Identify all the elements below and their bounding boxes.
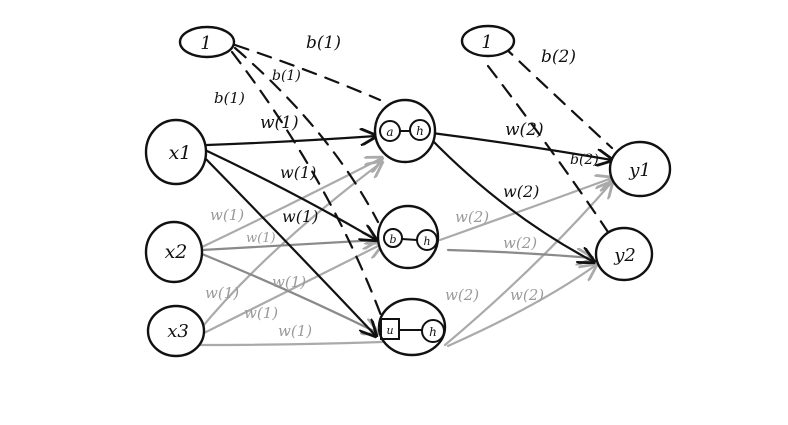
label-w1-12: w(1) bbox=[210, 206, 244, 224]
label-b2: b(2) bbox=[541, 47, 576, 67]
label-b1-3: b(1) bbox=[214, 89, 245, 107]
black-edges bbox=[201, 131, 612, 336]
h3-out-text: h bbox=[429, 325, 437, 339]
edge-h3-y2 bbox=[446, 265, 596, 348]
input-node-x3 bbox=[146, 304, 206, 358]
edge-x3-h1 bbox=[196, 162, 382, 334]
edge-h1-y2 bbox=[428, 136, 594, 262]
edge-x1-h1 bbox=[205, 136, 376, 147]
output-node-y1 bbox=[608, 140, 672, 198]
h2-in-text: b bbox=[389, 233, 396, 246]
y1-text: y1 bbox=[628, 160, 651, 181]
bias-edges bbox=[230, 43, 614, 320]
label-w1-22: w(1) bbox=[246, 231, 276, 246]
edge-labels-gray: w(1) w(1) w(1) w(1) w(1) w(1) w(2) w(2) … bbox=[205, 206, 544, 340]
label-w2-11: w(2) bbox=[505, 120, 544, 140]
label-b1-2: b(1) bbox=[272, 68, 301, 84]
label-w2-22: w(2) bbox=[503, 234, 537, 252]
x1-text: x1 bbox=[169, 142, 192, 164]
h3-in-text: u bbox=[386, 324, 393, 337]
h2-out-text: h bbox=[423, 235, 430, 248]
label-b2-2: b(2) bbox=[570, 152, 599, 168]
edge-x3-h2 bbox=[196, 244, 382, 338]
edge-x1-h3 bbox=[201, 154, 376, 336]
label-w2-23: w(2) bbox=[510, 286, 544, 304]
edge-bias2-y1 bbox=[500, 43, 614, 150]
input-node-x2 bbox=[144, 220, 204, 284]
nodes bbox=[144, 24, 672, 358]
edge-bias-h3 bbox=[230, 50, 384, 320]
h2-input-circle bbox=[383, 228, 403, 248]
bias-hidden-node bbox=[460, 24, 516, 58]
edge-bias-h1 bbox=[233, 43, 382, 102]
edge-x3-h3 bbox=[198, 340, 384, 347]
edge-x1-h2 bbox=[203, 148, 376, 240]
edge-labels: b(1) b(1) b(1) w(1) w(1) w(1) w(2) w(2) … bbox=[214, 33, 599, 226]
label-b1-1: b(1) bbox=[306, 33, 341, 53]
x3-text: x3 bbox=[167, 321, 189, 342]
edge-bias2-y2 bbox=[486, 64, 612, 237]
node-labels: 1 1 x1 x2 x3 a h b h u h y1 y2 bbox=[165, 32, 651, 342]
label-w1-11: w(1) bbox=[260, 113, 299, 133]
edge-bias-h2 bbox=[233, 46, 380, 224]
bias-input-text: 1 bbox=[200, 33, 211, 54]
hidden-node-h2 bbox=[376, 204, 440, 270]
bias-hidden-text: 1 bbox=[481, 32, 492, 53]
input-node-x1 bbox=[144, 118, 208, 186]
neuron-internals bbox=[379, 119, 445, 343]
output-node-y2 bbox=[594, 226, 654, 282]
label-w2-12: w(2) bbox=[455, 208, 489, 226]
y2-text: y2 bbox=[613, 245, 636, 266]
edge-h2-y1 bbox=[438, 178, 612, 242]
edge-h3-y1 bbox=[443, 182, 612, 347]
edge-h2-y2 bbox=[446, 250, 592, 258]
bias-input-node bbox=[178, 25, 236, 59]
label-w1-33: w(1) bbox=[244, 304, 278, 322]
edge-h1-y1 bbox=[430, 131, 612, 160]
gray-edges bbox=[196, 158, 612, 348]
label-w1-32: w(1) bbox=[278, 322, 312, 340]
label-w1-21: w(1) bbox=[280, 163, 316, 182]
edge-x2-h1 bbox=[198, 158, 382, 250]
label-w1-31: w(1) bbox=[282, 207, 318, 226]
label-w1-13: w(1) bbox=[205, 284, 239, 302]
x2-text: x2 bbox=[165, 241, 188, 263]
label-w2-13: w(2) bbox=[445, 286, 479, 304]
h1-in-text: a bbox=[386, 125, 393, 139]
h1-out-text: h bbox=[416, 124, 424, 138]
edge-x2-h3 bbox=[200, 252, 378, 333]
label-w1-23: w(1) bbox=[272, 273, 306, 291]
label-w2-21: w(2) bbox=[503, 182, 539, 201]
